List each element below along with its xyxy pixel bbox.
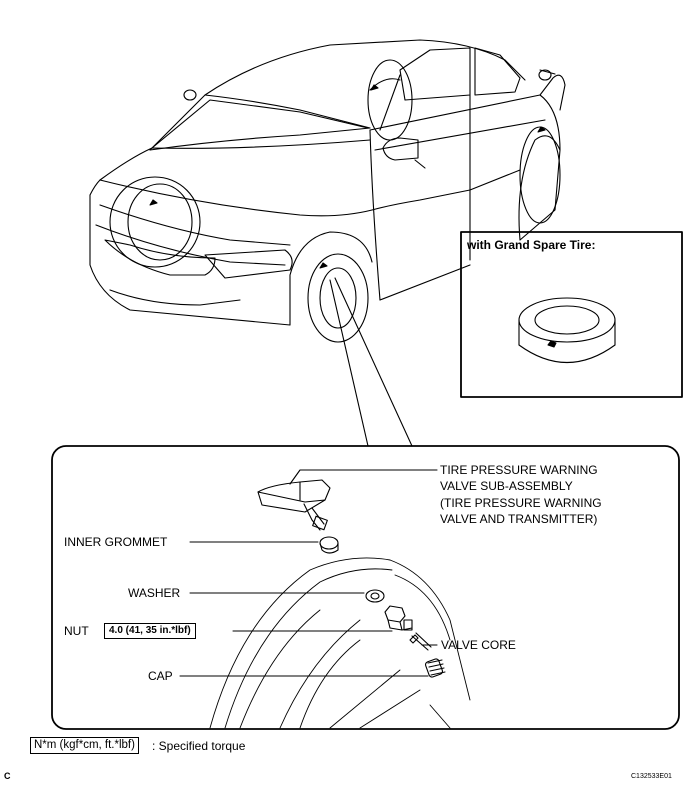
car-illustration [89,39,566,343]
nut-torque-box: 4.0 (41, 35 in.*lbf) [104,623,196,639]
inner-grommet-illustration [319,536,339,554]
washer-label: WASHER [128,586,181,600]
inset-title: with Grand Spare Tire: [467,238,596,252]
tpw-valve-label-line3: (TIRE PRESSURE WARNING [440,496,602,510]
nut-label: NUT [64,624,89,638]
spare-tire-illustration [518,297,616,363]
torque-unit-legend-box: N*m (kgf*cm, ft.*lbf) [30,737,139,754]
valve-core-illustration [409,632,432,651]
footer-letter: C [4,771,11,781]
inset-frame [460,231,683,398]
nut-illustration [384,605,413,631]
washer-illustration [365,589,385,603]
torque-legend-text: : Specified torque [152,739,246,753]
detail-frame [51,445,680,730]
tpw-valve-label-line4: VALVE AND TRANSMITTER) [440,512,598,526]
figure-code: C132533E01 [631,773,672,780]
cap-label: CAP [148,669,173,683]
inner-grommet-label: INNER GROMMET [64,535,168,549]
tpw-valve-label-line1: TIRE PRESSURE WARNING [440,463,598,477]
tpw-valve-label-line2: VALVE SUB-ASSEMBLY [440,479,573,493]
valve-core-label: VALVE CORE [441,638,516,652]
cap-illustration [424,658,446,678]
tpw-valve-illustration [257,479,331,531]
